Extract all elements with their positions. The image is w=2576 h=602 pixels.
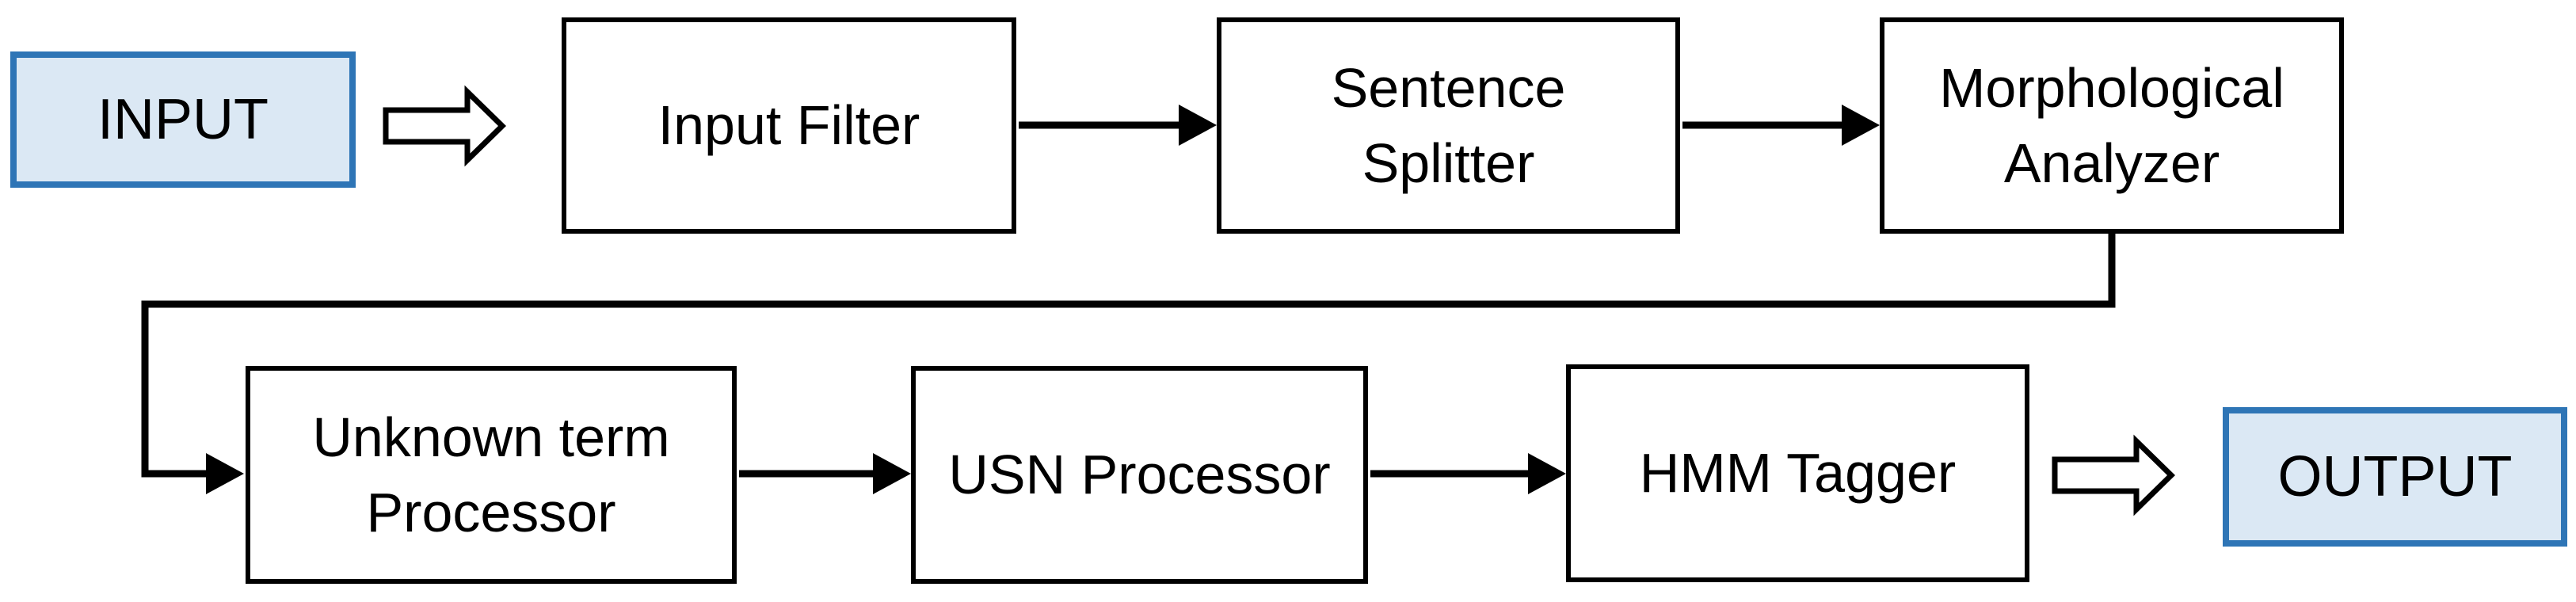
node-unknown-term-processor: Unknown term Processor [246, 366, 737, 584]
node-usn-processor-label: USN Processor [948, 444, 1331, 506]
node-sentence-splitter: Sentence Splitter [1217, 17, 1680, 234]
node-sentence-splitter-label: Sentence Splitter [1331, 57, 1566, 194]
node-morphological-analyzer: Morphological Analyzer [1880, 17, 2344, 234]
arrow-usn-processor-to-hmm-tagger-icon [1370, 453, 1566, 494]
node-hmm-tagger: HMM Tagger [1566, 364, 2029, 582]
output-terminal: OUTPUT [2223, 407, 2567, 547]
node-unknown-term-processor-label: Unknown term Processor [312, 406, 670, 543]
arrow-input-filter-to-sentence-splitter-icon [1019, 105, 1217, 146]
arrow-unknown-term-processor-to-usn-processor-icon [739, 453, 911, 494]
arrow-sentence-splitter-to-morphological-analyzer-icon [1682, 105, 1880, 146]
block-arrow-hmm-tagger-to-output-icon [2052, 434, 2176, 516]
node-input-filter-label: Input Filter [657, 94, 920, 157]
input-terminal: INPUT [10, 51, 356, 188]
node-hmm-tagger-label: HMM Tagger [1639, 442, 1957, 505]
block-arrow-input-to-input-filter-icon [383, 85, 507, 167]
node-input-filter: Input Filter [562, 17, 1016, 234]
node-usn-processor: USN Processor [911, 366, 1368, 584]
input-terminal-label: INPUT [97, 87, 269, 151]
output-terminal-label: OUTPUT [2277, 444, 2513, 509]
node-morphological-analyzer-label: Morphological Analyzer [1939, 57, 2284, 194]
arrow-morphological-analyzer-to-unknown-term-processor-icon [141, 234, 2116, 494]
